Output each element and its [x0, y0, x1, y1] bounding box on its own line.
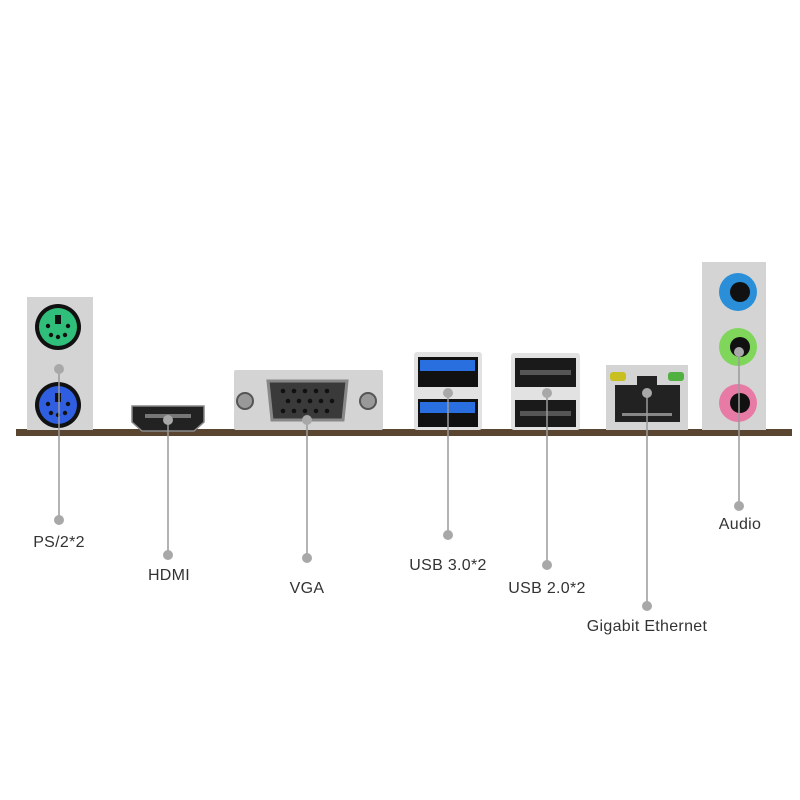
board-edge	[16, 429, 792, 436]
label-hdmi: HDMI	[147, 567, 191, 584]
audio-jacks	[702, 262, 766, 430]
leader-lines	[54, 347, 744, 611]
label-audio: Audio	[718, 516, 762, 533]
ps2-port-group	[27, 297, 93, 430]
label-vga: VGA	[289, 580, 325, 597]
label-ps2: PS/2*2	[33, 534, 85, 551]
label-ethernet: Gigabit Ethernet	[586, 618, 708, 635]
vga-port	[234, 370, 383, 430]
label-usb3: USB 3.0*2	[409, 557, 487, 574]
label-usb2: USB 2.0*2	[508, 580, 586, 597]
